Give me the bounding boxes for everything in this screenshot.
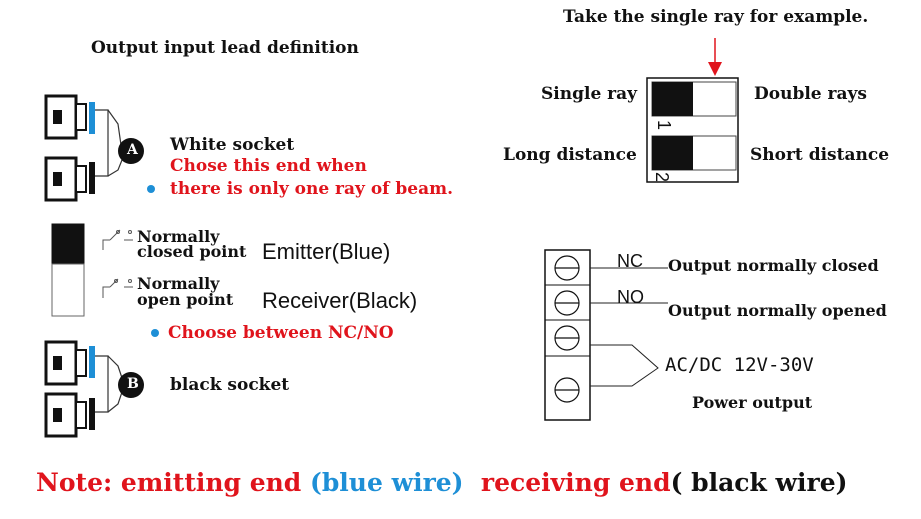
footer-note: Note: emitting end (blue wire) receiving…	[36, 470, 847, 495]
footer-blue-part: (blue wire)	[310, 468, 464, 497]
dip-row1-left: Single ray	[541, 84, 638, 104]
nc-label-line2: closed point	[137, 242, 247, 261]
footer-middle: receiving end	[463, 468, 671, 497]
screw-icon	[554, 255, 580, 281]
dip-row2-right: Short distance	[750, 145, 890, 165]
dip-switch-2-number: 2	[652, 171, 673, 183]
terminal-leader-lines	[590, 267, 668, 387]
terminal-power-desc: Power output	[692, 393, 813, 412]
no-label-line1: Normally	[137, 274, 220, 293]
socket-a-wires	[95, 109, 123, 177]
switch-blocks	[51, 223, 85, 317]
footer-prefix: Note: emitting end	[36, 468, 310, 497]
socket-b-label: black socket	[170, 375, 290, 395]
no-contact-symbol	[102, 278, 133, 298]
socket-a-label: White socket	[170, 135, 295, 155]
terminal-nc: NC	[617, 251, 643, 271]
terminal-nc-desc: Output normally closed	[668, 256, 879, 275]
dip-row1-right: Double rays	[754, 84, 867, 104]
socket-b-wires	[95, 355, 123, 413]
bullet-icon	[147, 185, 155, 193]
terminal-no: NO	[617, 287, 644, 307]
socket-a-badge	[118, 138, 144, 164]
socket-a-note-line2: there is only one ray of beam.	[170, 179, 454, 199]
socket-b-badge	[118, 372, 144, 398]
dip-header: Take the single ray for example.	[563, 7, 869, 27]
dip-switch-1-number: 1	[654, 119, 675, 131]
dip-row2-left: Long distance	[503, 145, 637, 165]
nc-contact-symbol	[102, 229, 133, 250]
nc-label-line1: Normally	[137, 227, 220, 246]
terminal-no-desc: Output normally opened	[668, 301, 887, 320]
screw-icon	[554, 325, 580, 351]
pointer-arrow-icon	[708, 38, 722, 76]
no-label-line2: open point	[137, 290, 234, 309]
emitter-label: Emitter(Blue)	[262, 239, 391, 264]
socket-b-top-connector	[44, 340, 95, 386]
screw-icon	[554, 290, 580, 316]
choose-note: Choose between NC/NO	[168, 323, 394, 343]
socket-a-bottom-connector	[44, 156, 95, 202]
left-panel-title: Output input lead definition	[91, 38, 359, 58]
terminal-power: AC/DC 12V-30V	[665, 354, 814, 376]
socket-b-bottom-connector	[44, 392, 95, 438]
receiver-label: Receiver(Black)	[262, 288, 418, 313]
bullet-icon	[151, 329, 159, 337]
socket-a-top-connector	[44, 94, 95, 140]
socket-a-badge-label: A	[127, 142, 138, 158]
socket-a-note-line1: Chose this end when	[170, 156, 367, 176]
footer-suffix: ( black wire)	[670, 468, 848, 497]
dip-switch	[646, 77, 739, 183]
socket-b-badge-label: B	[127, 376, 139, 392]
screw-icon	[554, 377, 580, 403]
